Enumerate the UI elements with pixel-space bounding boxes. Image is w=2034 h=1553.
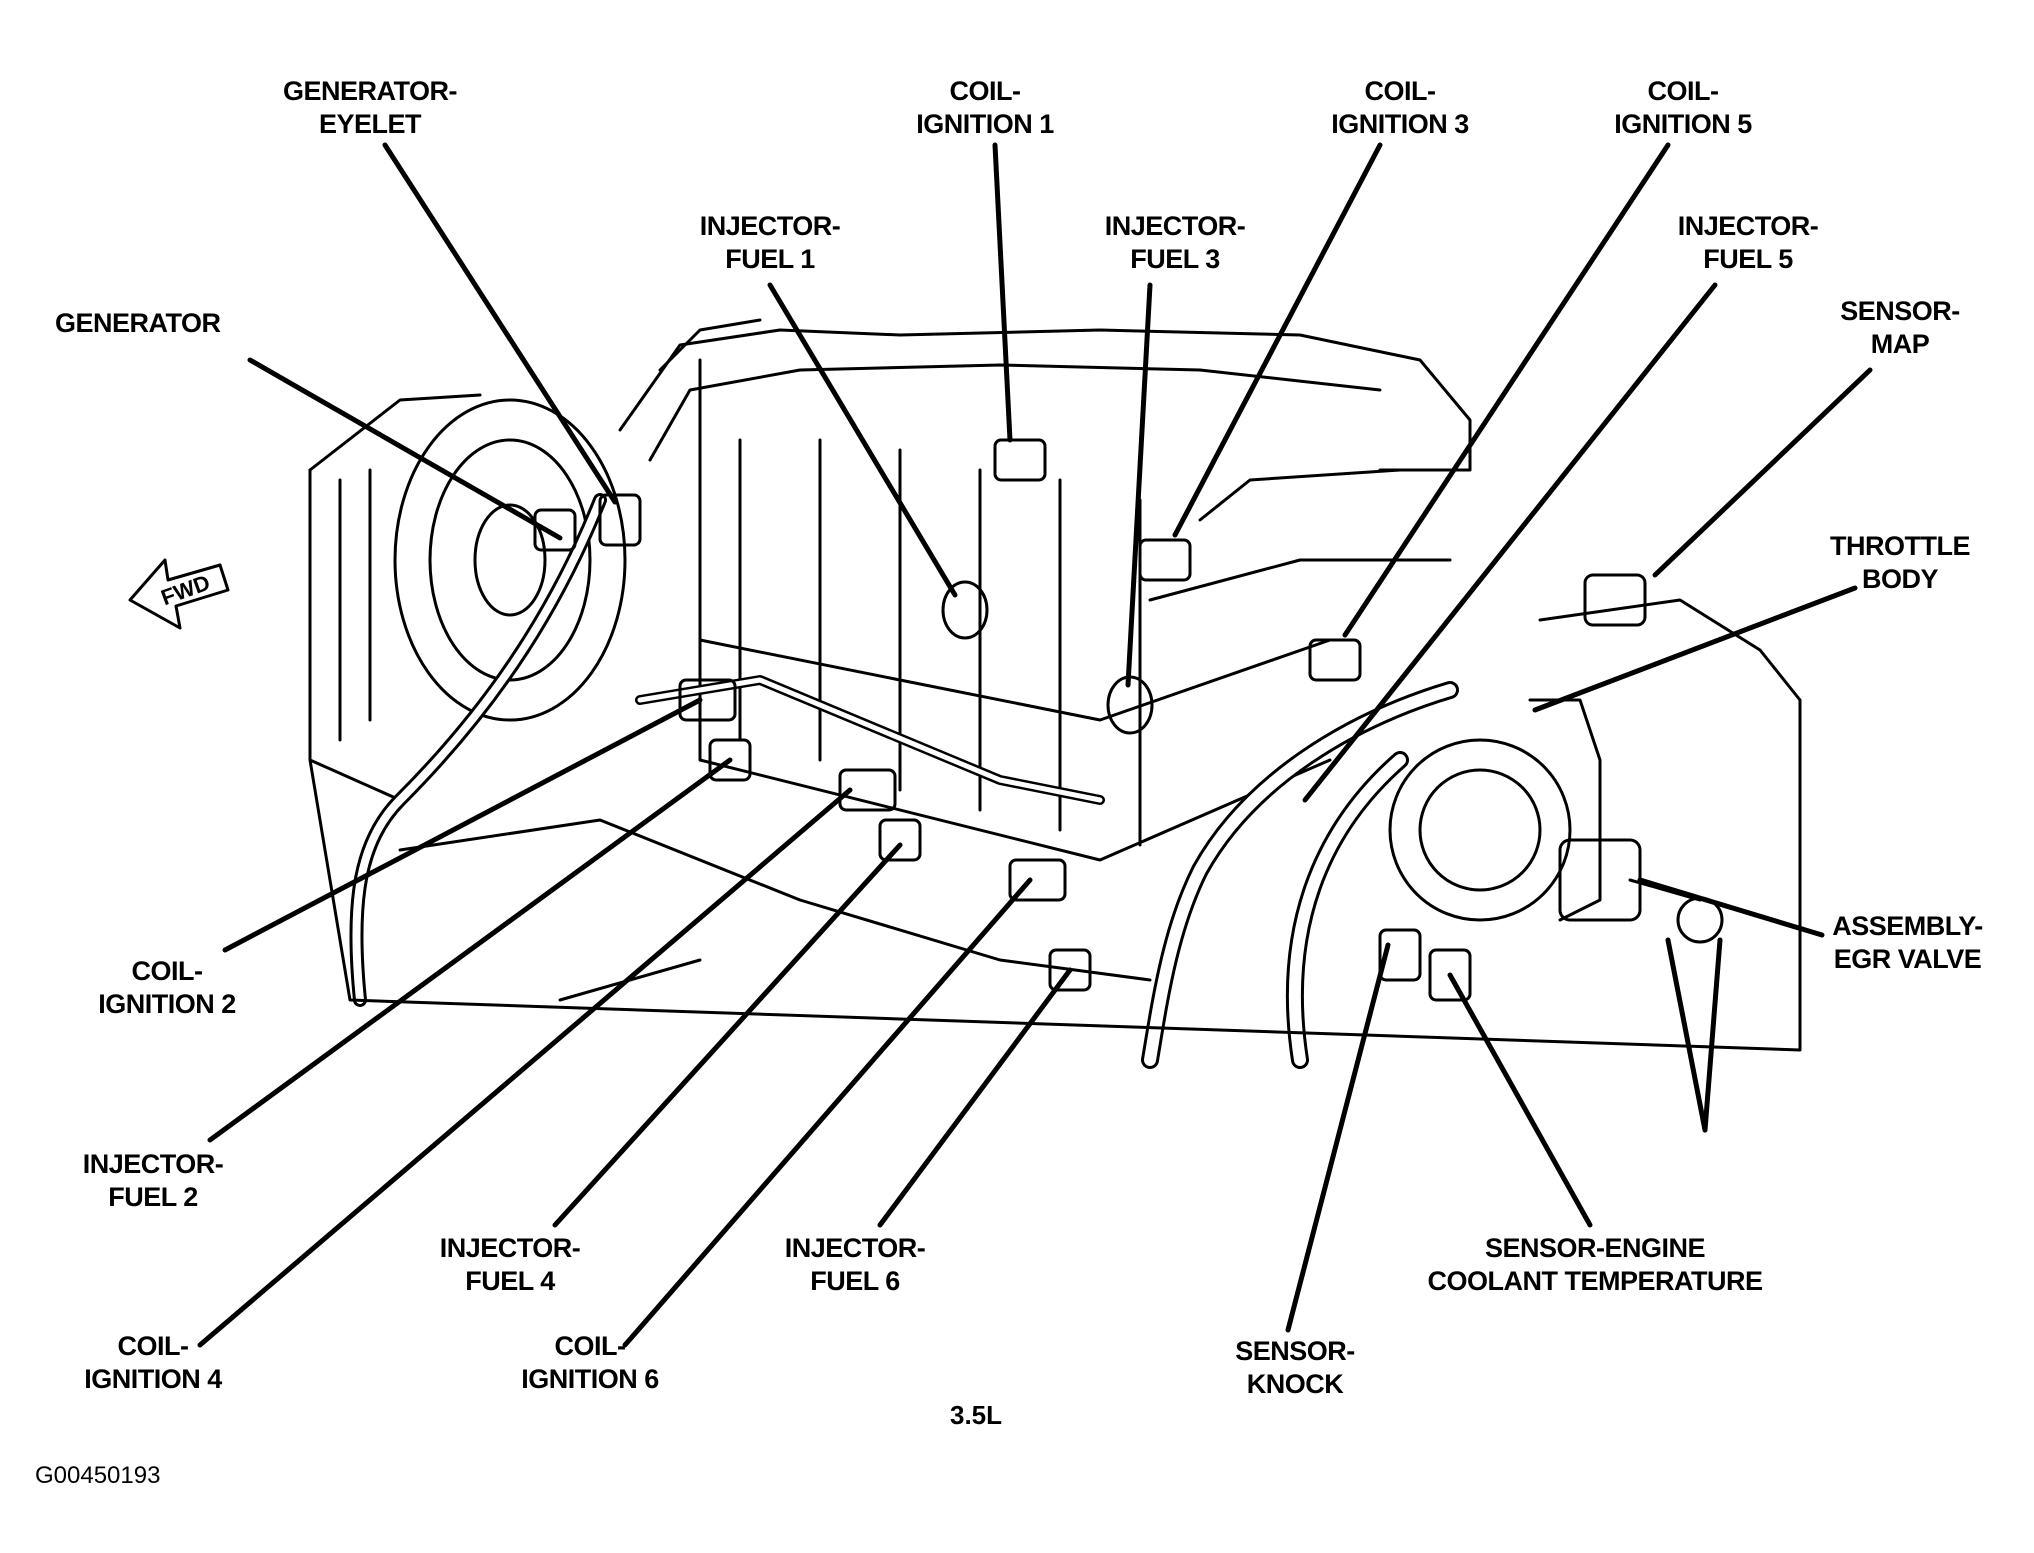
- label-sensor-map: SENSOR-MAP: [1840, 296, 1960, 359]
- leader-injector-fuel-5: [1302, 282, 1718, 803]
- leader-throttle-body: [1532, 585, 1858, 713]
- leader-generator-eyelet: [382, 142, 618, 505]
- figure-id: G00450193: [35, 1462, 161, 1489]
- leader-injector-fuel-6: [877, 967, 1073, 1228]
- leader-egr-bracket-2: [1702, 937, 1723, 1133]
- label-injector-fuel-5: INJECTOR-FUEL 5: [1677, 211, 1819, 274]
- leader-coil-ignition-6: [622, 877, 1033, 1348]
- label-injector-fuel-2: INJECTOR-FUEL 2: [82, 1149, 224, 1212]
- label-coil-ignition-4: COIL-IGNITION 4: [84, 1331, 222, 1394]
- label-injector-fuel-1: INJECTOR-FUEL 1: [699, 211, 841, 274]
- fwd-arrow-icon: [128, 558, 230, 630]
- label-assembly-egr-valve: ASSEMBLY-EGR VALVE: [1832, 911, 1983, 974]
- leader-generator: [247, 357, 563, 541]
- label-coil-ignition-3: COIL-IGNITION 3: [1331, 76, 1469, 139]
- label-coil-ignition-6: COIL-IGNITION 6: [521, 1331, 659, 1394]
- leader-injector-fuel-1: [767, 282, 958, 598]
- leader-coil-ignition-4: [197, 787, 853, 1348]
- leader-coil-ignition-1: [992, 142, 1013, 443]
- leader-sensor-map: [1652, 367, 1873, 578]
- engine-caption: 3.5L: [950, 1400, 1003, 1430]
- leader-coil-ignition-5: [1342, 142, 1671, 638]
- label-coil-ignition-2: COIL-IGNITION 2: [98, 956, 236, 1019]
- label-injector-fuel-6: INJECTOR-FUEL 6: [784, 1233, 926, 1296]
- label-coil-ignition-1: COIL-IGNITION 1: [916, 76, 1054, 139]
- label-coil-ignition-5: COIL-IGNITION 5: [1614, 76, 1752, 139]
- leader-egr-bracket-1: [1665, 937, 1708, 1133]
- label-injector-fuel-3: INJECTOR-FUEL 3: [1104, 211, 1246, 274]
- leader-sensor-engine-coolant-temperature: [1447, 972, 1593, 1228]
- leader-injector-fuel-2: [207, 757, 733, 1143]
- leader-coil-ignition-3: [1172, 142, 1383, 538]
- leader-lines: [197, 142, 1873, 1348]
- leader-coil-ignition-2: [222, 697, 703, 953]
- label-injector-fuel-4: INJECTOR-FUEL 4: [439, 1233, 581, 1296]
- label-generator-eyelet: GENERATOR-EYELET: [282, 76, 458, 139]
- leader-injector-fuel-4: [552, 842, 903, 1228]
- label-generator: GENERATOR: [55, 308, 221, 338]
- label-sensor-knock: SENSOR-KNOCK: [1235, 1336, 1355, 1399]
- leader-injector-fuel-3: [1125, 282, 1153, 688]
- leader-assembly-egr-valve: [1637, 877, 1825, 938]
- leader-sensor-knock: [1285, 942, 1391, 1333]
- engine-artwork: [308, 318, 1802, 1069]
